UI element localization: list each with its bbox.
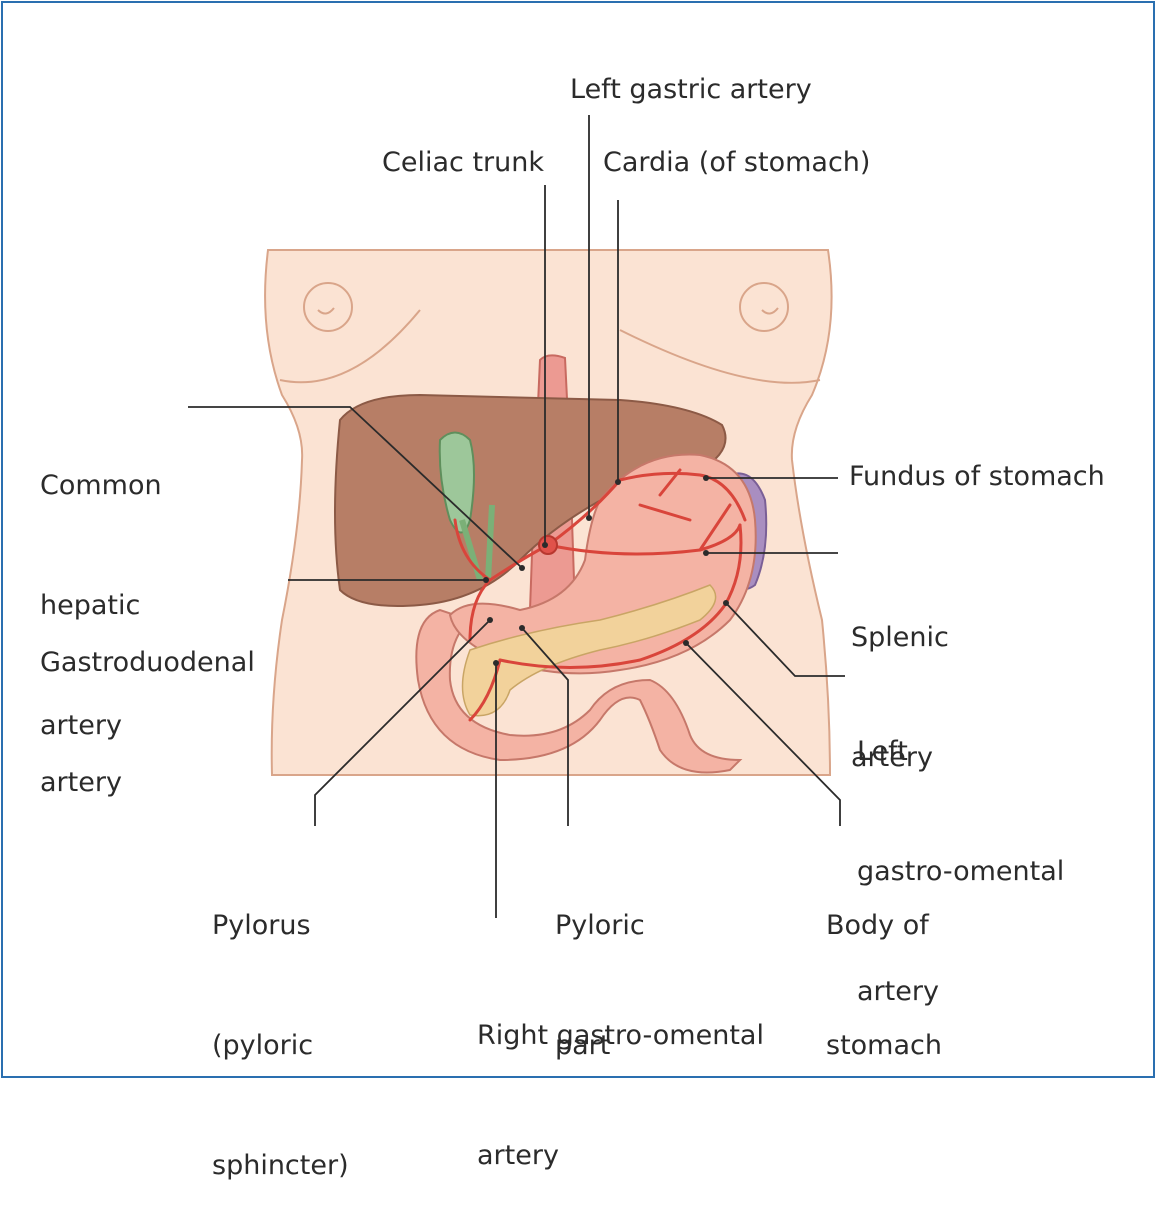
label-line: artery bbox=[477, 1140, 559, 1171]
anatomy-illustration bbox=[264, 249, 833, 776]
label-splenic-artery: Splenic artery bbox=[851, 538, 949, 818]
label-line: gastro-omental bbox=[857, 856, 1065, 887]
leader-common-hepatic-artery bbox=[188, 406, 523, 569]
label-line: artery bbox=[40, 710, 122, 741]
label-left-gastro-omental-artery: Left gastro-omental artery bbox=[857, 652, 1064, 1052]
label-line: Pylorus bbox=[212, 910, 311, 941]
label-line: artery bbox=[857, 976, 939, 1007]
leader-left-gastro-omental-artery bbox=[725, 602, 845, 677]
label-line: Pyloric bbox=[555, 910, 645, 941]
label-right-gastro-omental-artery: Right gastro-omental artery bbox=[477, 936, 764, 1216]
label-line: part bbox=[555, 1030, 611, 1061]
duodenum bbox=[415, 608, 743, 774]
label-celiac-trunk: Celiac trunk bbox=[382, 147, 544, 178]
leader-pyloric-part bbox=[521, 627, 569, 826]
label-line: Common bbox=[40, 470, 162, 501]
leader-body-of-stomach bbox=[685, 642, 841, 826]
liver bbox=[334, 393, 727, 607]
label-line: Right gastro-omental bbox=[477, 1020, 764, 1051]
label-cardia: Cardia (of stomach) bbox=[603, 147, 871, 178]
label-left-gastric-artery: Left gastric artery bbox=[570, 74, 812, 105]
label-line: Body of bbox=[826, 910, 929, 941]
arteries bbox=[453, 468, 747, 722]
label-line: Left bbox=[857, 736, 908, 767]
label-line: artery bbox=[40, 767, 122, 798]
label-body-of-stomach: Body of stomach bbox=[826, 826, 942, 1106]
label-line: (pyloric bbox=[212, 1030, 314, 1061]
pancreas bbox=[461, 584, 717, 717]
label-common-hepatic-artery: Common hepatic artery bbox=[40, 386, 162, 786]
leader-lines bbox=[188, 115, 845, 918]
label-line: Gastroduodenal bbox=[40, 647, 255, 678]
label-gastroduodenal-artery: Gastroduodenal artery bbox=[40, 563, 255, 843]
label-line: stomach bbox=[826, 1030, 942, 1061]
label-pyloric-part: Pyloric part bbox=[555, 826, 645, 1106]
chest-fold-left bbox=[279, 309, 421, 384]
label-fundus: Fundus of stomach bbox=[849, 461, 1105, 492]
label-line: artery bbox=[851, 742, 933, 773]
label-line: sphincter) bbox=[212, 1150, 349, 1181]
chest-fold-right bbox=[619, 329, 821, 384]
label-line: Splenic bbox=[851, 622, 949, 653]
label-pylorus: Pylorus (pyloric sphincter) bbox=[212, 826, 349, 1226]
nipple-right bbox=[739, 282, 789, 332]
nipple-left bbox=[303, 282, 353, 332]
label-line: hepatic bbox=[40, 590, 141, 621]
leader-pylorus bbox=[314, 619, 491, 826]
